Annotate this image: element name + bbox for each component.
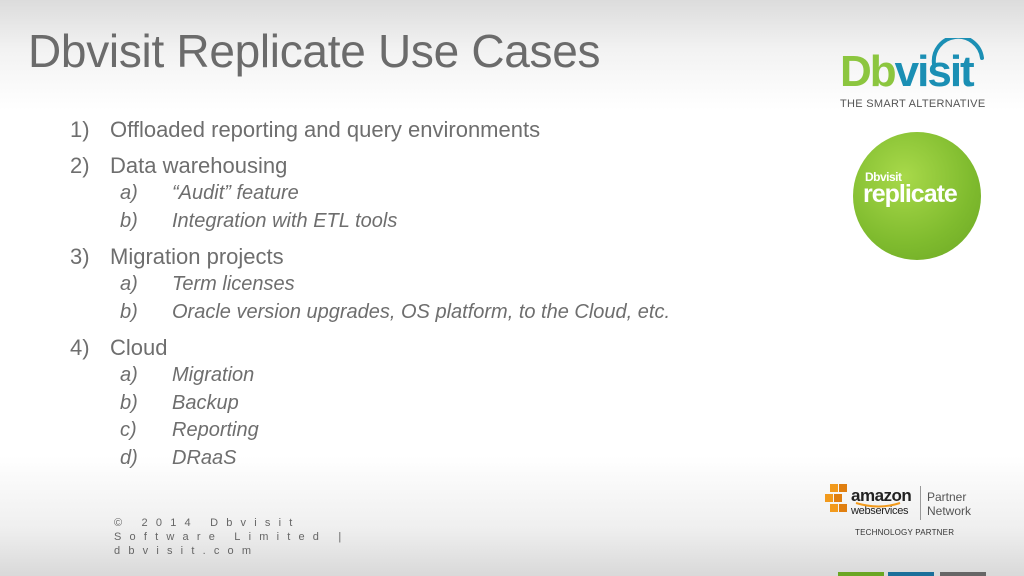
aws-partner-logo: amazon webservices Partner Network TECHN… [824, 480, 994, 542]
header-background [0, 0, 1024, 110]
sub-list-item: c) Reporting [70, 417, 770, 445]
aws-partner-line2: Network [927, 504, 972, 518]
aws-webservices-text: webservices [851, 505, 909, 517]
list-item-number: 2) [70, 153, 90, 178]
aws-amazon-text: amazon [851, 486, 912, 505]
list-item: 3) Migration projects [70, 243, 770, 271]
corner-strip-gray [940, 572, 986, 576]
slide-title: Dbvisit Replicate Use Cases [28, 25, 601, 77]
sub-list-item: a) Term licenses [70, 271, 770, 299]
sub-list-item: b) Backup [70, 390, 770, 418]
footer-line-1: © 2014 Dbvisit [114, 517, 301, 529]
corner-strip-green [838, 572, 884, 576]
list-item-number: 1) [70, 117, 90, 142]
aws-smile-icon [855, 502, 901, 508]
replicate-badge: Dbvisit replicate [853, 132, 981, 260]
logo-tagline: THE SMART ALTERNATIVE [840, 98, 986, 110]
use-case-list: 1) Offloaded reporting and query environm… [70, 116, 770, 472]
sub-list-item-letter: b) [120, 209, 138, 232]
aws-partner-network: Partner Network [927, 490, 971, 518]
sub-list-item-letter: b) [120, 391, 138, 414]
sub-list-item-letter: b) [120, 300, 138, 323]
sub-list-item-text: Migration [172, 364, 255, 386]
logo-arc-icon [931, 38, 984, 66]
sub-list-item-text: Reporting [172, 419, 259, 441]
aws-divider [920, 486, 921, 520]
sub-list-item-letter: a) [120, 364, 138, 386]
aws-technology-partner: TECHNOLOGY PARTNER [855, 528, 955, 537]
list-item-number: 3) [70, 244, 90, 269]
sub-list-item: a) Migration [70, 362, 770, 390]
sub-list-item-text: “Audit” feature [172, 182, 299, 204]
logo-word-db: Db [840, 47, 897, 96]
badge-brand-text: Dbvisit [865, 170, 902, 184]
list-item: 2) Data warehousing [70, 152, 770, 180]
footer-copyright: © 2014 Dbvisit Software Limited | dbvisi… [114, 516, 394, 558]
sub-list-item-letter: a) [120, 182, 138, 204]
dbvisit-logo: Dbvisit THE SMART ALTERNATIVE [836, 38, 996, 112]
list-item-text: Cloud [110, 335, 168, 360]
sub-list-item: b) Integration with ETL tools [70, 208, 770, 236]
sub-list-item: b) Oracle version upgrades, OS platform, … [70, 299, 770, 327]
sub-list-item-text: DRaaS [172, 446, 237, 469]
sub-list-item-letter: c) [120, 419, 137, 441]
sub-list-item: d) DRaaS [70, 445, 770, 473]
badge-product-text: replicate [863, 180, 958, 208]
list-item-text: Offloaded reporting and query environmen… [110, 117, 541, 142]
sub-list-item-text: Integration with ETL tools [172, 209, 398, 232]
sub-list-item: a) “Audit” feature [70, 180, 770, 208]
footer-background [0, 456, 1024, 576]
sub-list-item-letter: a) [120, 273, 138, 295]
list-item-text: Data warehousing [110, 153, 288, 178]
sub-list-item-text: Oracle version upgrades, OS platform, to… [172, 300, 671, 323]
footer-line-3: dbvisit.com [114, 545, 260, 557]
sub-list-item-text: Term licenses [172, 273, 295, 295]
logo-wordmark: Dbvisit [840, 47, 975, 96]
aws-cubes-icon [825, 484, 847, 512]
corner-strip-blue [888, 572, 934, 576]
sub-list-item-letter: d) [120, 446, 138, 469]
list-item: 1) Offloaded reporting and query environm… [70, 116, 770, 144]
logo-word-visit: visit [894, 47, 975, 96]
footer-line-2: Software Limited | [114, 531, 350, 543]
sub-list-item-text: Backup [172, 391, 239, 414]
list-item: 4) Cloud [70, 334, 770, 362]
aws-partner-line1: Partner [927, 490, 967, 504]
list-item-text: Migration projects [110, 244, 284, 269]
list-item-number: 4) [70, 335, 90, 360]
